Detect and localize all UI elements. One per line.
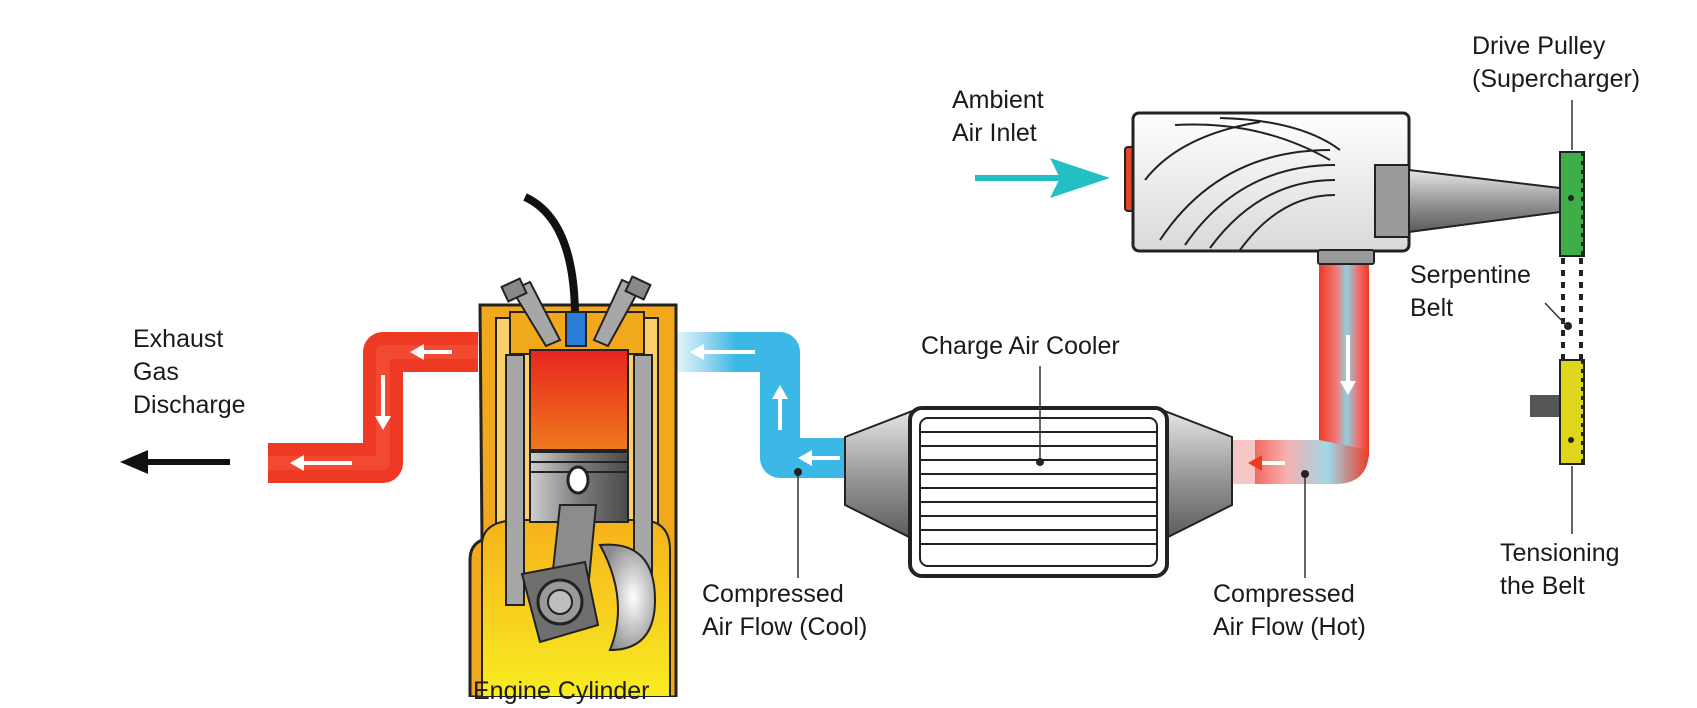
compressed-hot-line-2: Air Flow (Hot) [1213, 613, 1366, 641]
exhaust-label: Exhaust Gas Discharge [133, 323, 246, 422]
exhaust-label-line-3: Discharge [133, 391, 246, 419]
exhaust-pipe [268, 332, 478, 483]
leader-lines [794, 100, 1573, 578]
drive-pulley-line-2: (Supercharger) [1472, 65, 1641, 93]
exhaust-flow-arrows [290, 344, 452, 471]
ambient-air-line-1: Ambient [952, 86, 1044, 114]
drive-pulley [1559, 151, 1585, 257]
engine-cylinder-label: Engine Cylinder [473, 677, 650, 705]
compressed-hot-label: Compressed Air Flow (Hot) [1213, 578, 1366, 644]
cool-flow-arrows [690, 344, 840, 466]
serpentine-belt [1561, 258, 1583, 360]
valve-left [500, 277, 562, 348]
ambient-air-line-2: Air Inlet [952, 119, 1037, 147]
tensioning-label: Tensioning the Belt [1500, 537, 1620, 603]
hot-flow-arrows [1248, 335, 1356, 471]
hot-air-pipe [1225, 262, 1369, 484]
engine-cylinder [468, 193, 678, 697]
compressed-cool-line-2: Air Flow (Cool) [702, 613, 868, 641]
ambient-air-label: Ambient Air Inlet [952, 84, 1044, 150]
cooler-fins [920, 431, 1157, 545]
tensioning-line-2: the Belt [1500, 572, 1585, 600]
serpentine-belt-line-2: Belt [1410, 294, 1454, 322]
spark-plug [523, 193, 587, 347]
connecting-rod [520, 504, 657, 652]
drive-pulley-line-1: Drive Pulley [1472, 32, 1606, 60]
serpentine-belt-label: Serpentine Belt [1410, 259, 1531, 325]
valve-right [592, 275, 652, 348]
serpentine-belt-line-1: Serpentine [1410, 261, 1531, 289]
exhaust-label-line-2: Gas [133, 358, 179, 386]
ambient-inlet-arrow [975, 158, 1110, 198]
exhaust-label-line-1: Exhaust [133, 325, 224, 353]
tensioning-line-1: Tensioning [1500, 539, 1620, 567]
charge-air-cooler-label: Charge Air Cooler [921, 332, 1120, 360]
tensioner-pulley [1530, 359, 1585, 465]
impeller-blades [1144, 117, 1341, 251]
compressed-hot-line-1: Compressed [1213, 580, 1355, 608]
compressed-cool-line-1: Compressed [702, 580, 844, 608]
drive-pulley-label: Drive Pulley (Supercharger) [1472, 30, 1640, 96]
compressed-cool-label: Compressed Air Flow (Cool) [702, 578, 867, 644]
charge-air-cooler [844, 406, 1233, 578]
supercharger [1124, 111, 1561, 265]
exhaust-direction-arrow [120, 450, 230, 474]
